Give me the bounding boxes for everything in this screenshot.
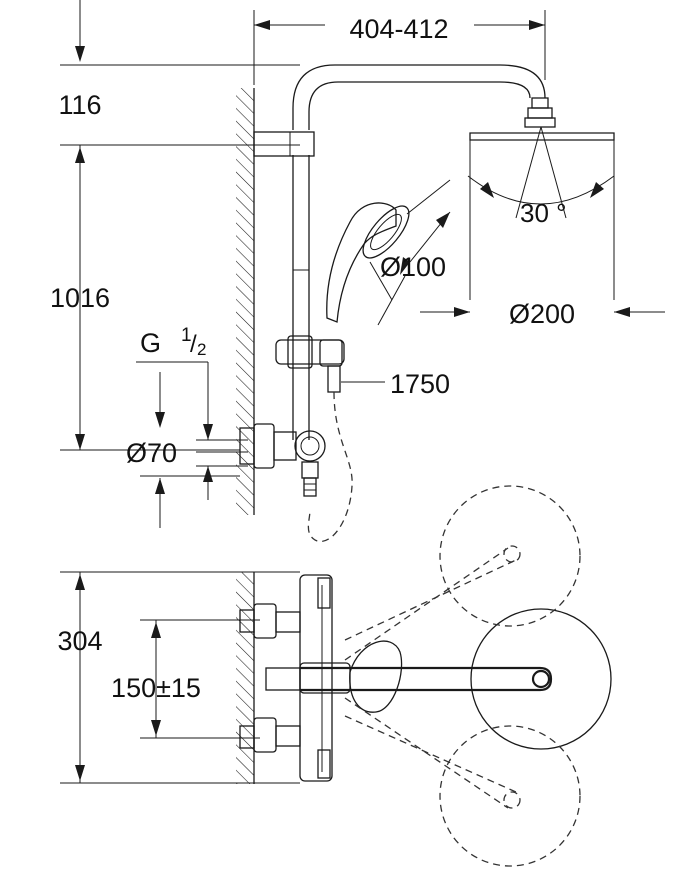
thread-numerator-label: 1 [181, 325, 192, 346]
plan-view: 304 150±15 [57, 485, 612, 867]
inlet-diameter-label: Ø70 [126, 438, 177, 468]
mixer-elevation [239, 423, 326, 497]
riser-pipe [253, 64, 546, 440]
top-offset-label: 116 [58, 90, 101, 120]
shower-arm-plan [300, 608, 612, 750]
hose-length-label: 1750 [390, 369, 450, 399]
height-dimension: 116 1016 [50, 0, 300, 451]
height-span-label: 1016 [50, 283, 110, 313]
inlet-spacing-label: 150±15 [111, 673, 201, 703]
elevation-view: 404-412 116 1016 [50, 0, 665, 543]
swivel-range [344, 485, 581, 867]
thread-slash: / [190, 331, 197, 358]
head-diameter-label: Ø200 [509, 299, 575, 329]
head-shower: 30 ° [467, 97, 615, 300]
spray-angle-label: 30 ° [520, 198, 567, 228]
hand-diameter-label: Ø100 [380, 252, 446, 282]
thread-main-label: G [140, 328, 161, 358]
hose-length-callout: 1750 [341, 369, 450, 399]
thread-denominator-label: 2 [197, 340, 206, 359]
head-diameter-dimension: Ø200 [420, 299, 665, 329]
inlet-dimension: G 1 / 2 Ø70 [126, 325, 248, 528]
hand-shower: Ø100 [326, 179, 451, 326]
hose [307, 391, 353, 543]
inlet-spacing-dimension: 150±15 [111, 619, 260, 739]
width-span-label: 404-412 [349, 14, 448, 44]
plan-depth-dimension: 304 [57, 571, 300, 784]
wall-plan [236, 572, 255, 784]
width-dimension: 404-412 [253, 10, 546, 85]
plan-depth-label: 304 [57, 626, 102, 656]
mixer-plan [239, 574, 351, 782]
slide-holder [275, 335, 345, 393]
wall-elevation [236, 88, 255, 515]
